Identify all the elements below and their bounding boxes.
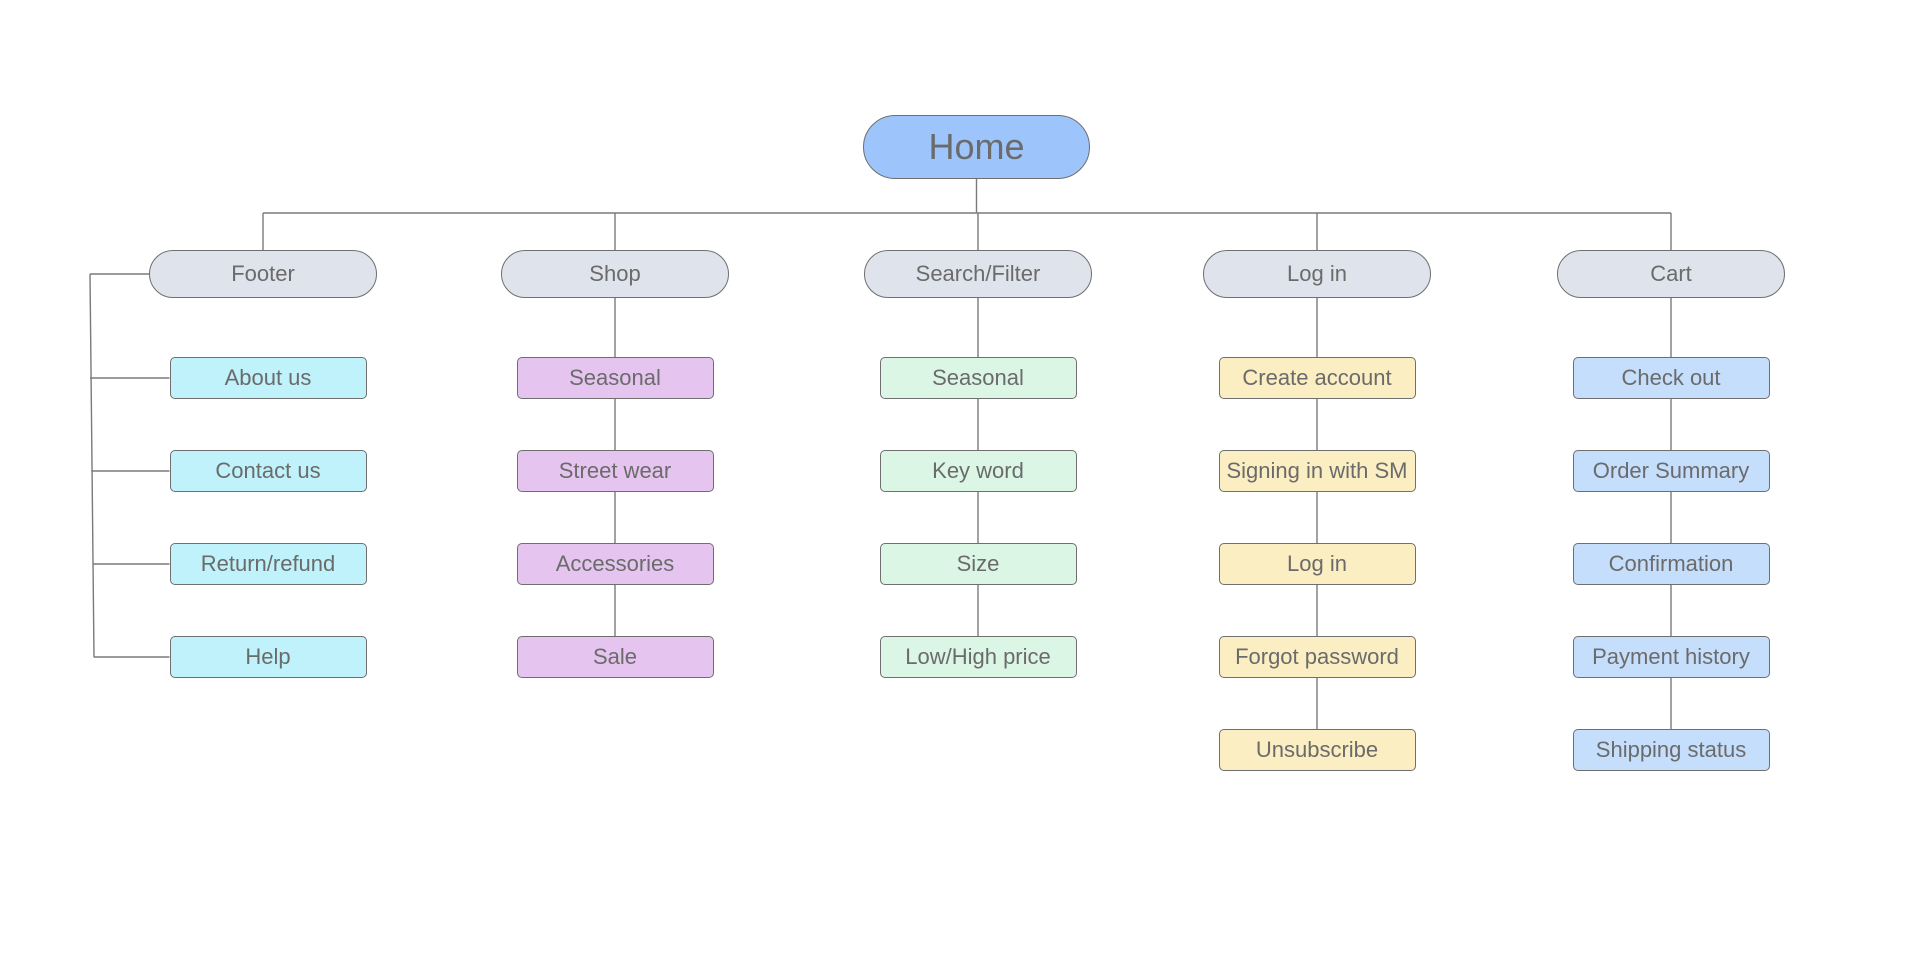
child-node-cart: Payment history (1572, 636, 1770, 678)
footer-bracket-vertical (89, 273, 95, 658)
child-node-log-in: Unsubscribe (1218, 729, 1416, 771)
child-node-footer: Help (169, 636, 367, 678)
child-node-search-filter: Key word (879, 450, 1077, 492)
child-node-log-in: Create account (1218, 357, 1416, 399)
child-node-cart: Order Summary (1572, 450, 1770, 492)
child-node-log-in: Forgot password (1218, 636, 1416, 678)
child-node-search-filter: Seasonal (879, 357, 1077, 399)
child-node-log-in: Log in (1218, 543, 1416, 585)
category-node-shop: Shop (501, 250, 729, 298)
category-node-cart: Cart (1557, 250, 1785, 298)
child-node-cart: Check out (1572, 357, 1770, 399)
child-node-log-in: Signing in with SM (1218, 450, 1416, 492)
category-node-search-filter: Search/Filter (864, 250, 1092, 298)
category-node-footer: Footer (149, 250, 377, 298)
child-node-shop: Street wear (516, 450, 714, 492)
child-node-cart: Shipping status (1572, 729, 1770, 771)
category-node-log-in: Log in (1203, 250, 1431, 298)
child-node-search-filter: Size (879, 543, 1077, 585)
child-node-shop: Seasonal (516, 357, 714, 399)
child-node-footer: Return/refund (169, 543, 367, 585)
root-node-home: Home (863, 115, 1090, 179)
child-node-shop: Accessories (516, 543, 714, 585)
child-node-shop: Sale (516, 636, 714, 678)
child-node-footer: Contact us (169, 450, 367, 492)
child-node-cart: Confirmation (1572, 543, 1770, 585)
child-node-search-filter: Low/High price (879, 636, 1077, 678)
child-node-footer: About us (169, 357, 367, 399)
